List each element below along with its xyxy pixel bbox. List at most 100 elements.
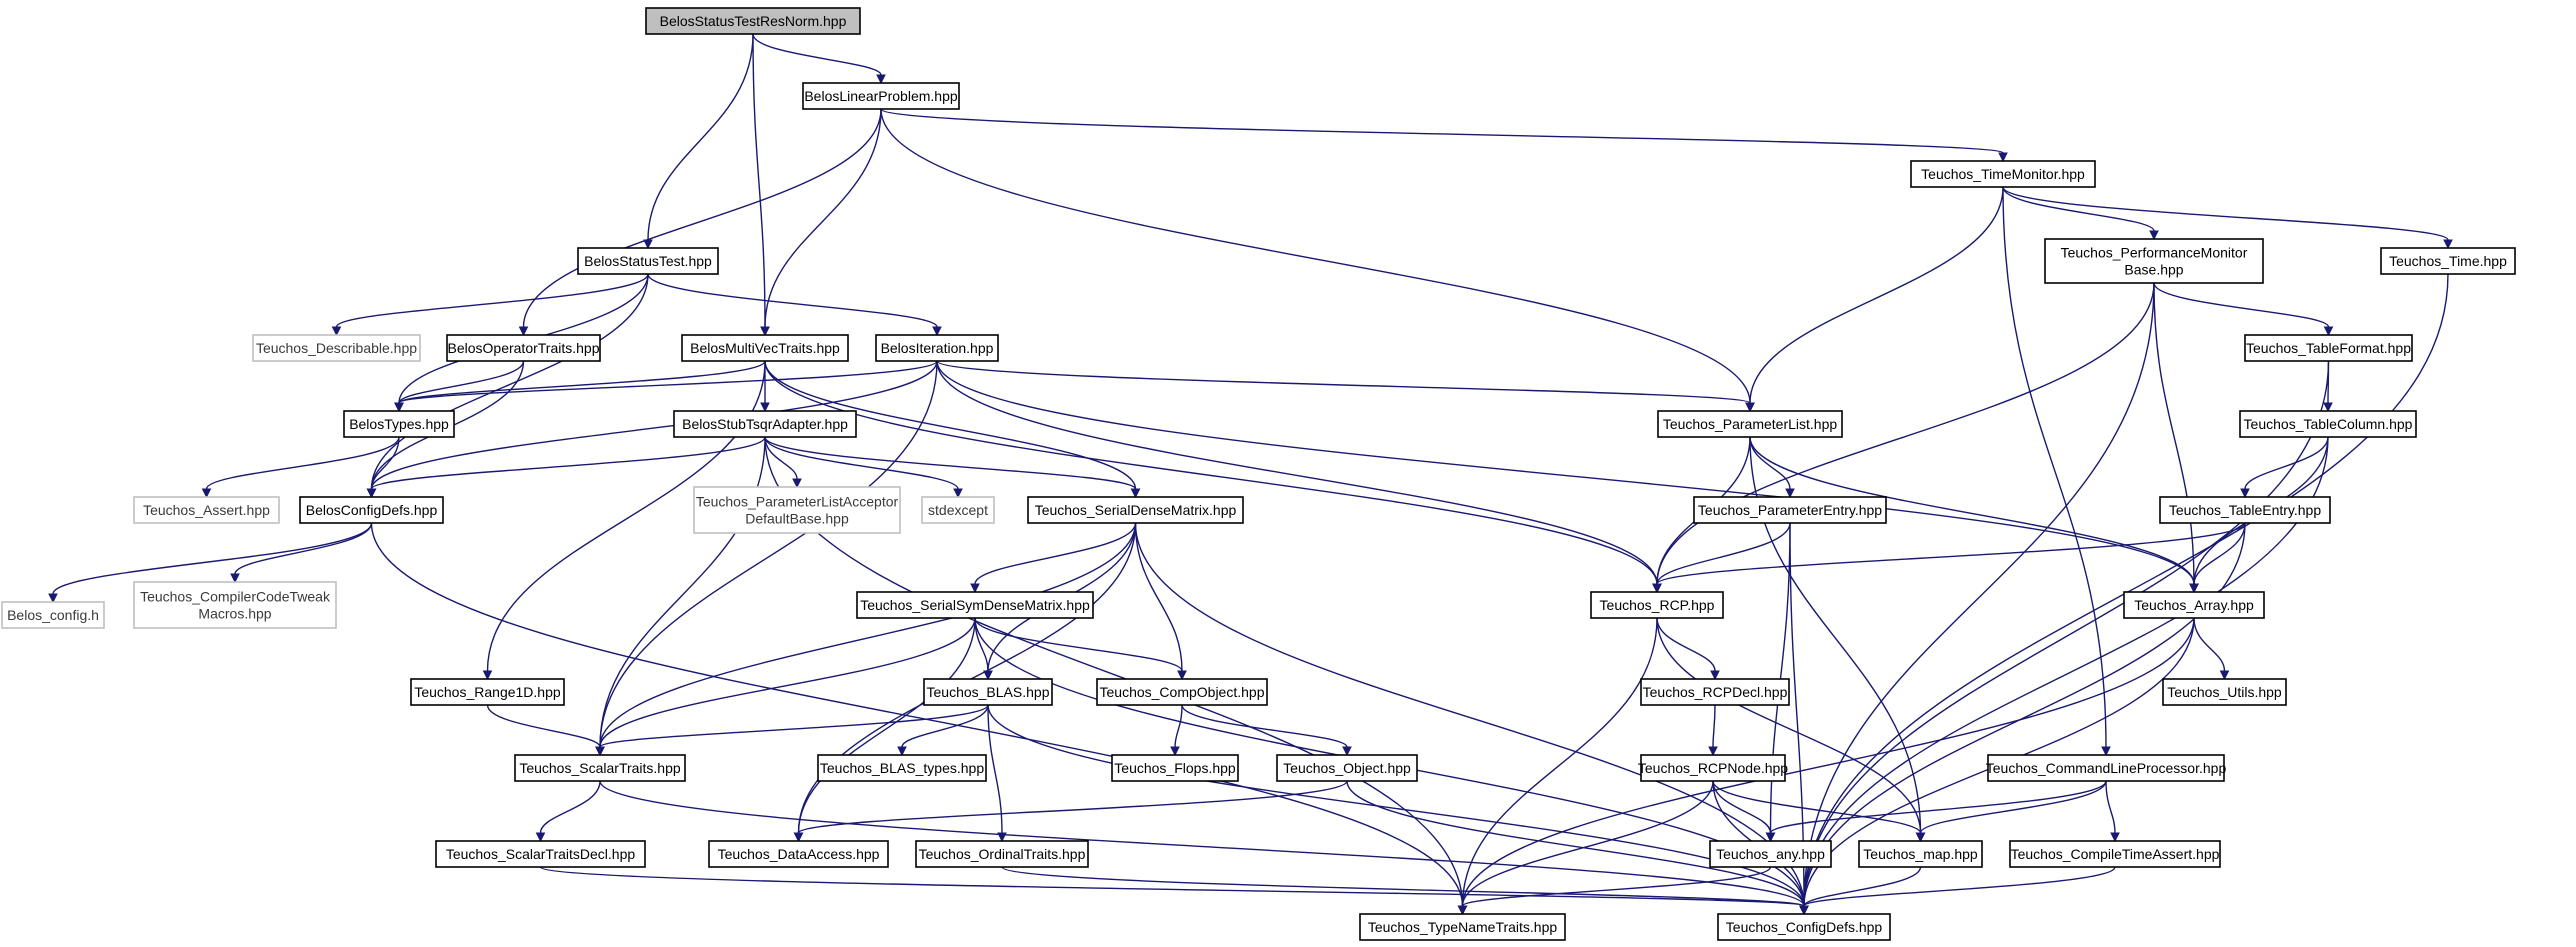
node-any[interactable]: Teuchos_any.hpp [1709,840,1832,868]
node-statustest[interactable]: BelosStatusTest.hpp [577,247,719,275]
edge-paramlist-to-paramentry [1749,436,1791,490]
edge-sdm-to-compobj [1134,522,1183,672]
node-configdefs[interactable]: BelosConfigDefs.hpp [299,496,444,524]
edge-rcp-to-map [1656,617,1922,834]
arrowhead-compobj-to-flops [1170,746,1180,757]
arrowhead-array-to-utils [2219,670,2230,681]
node-label-compilertweak: Teuchos_CompilerCodeTweak [140,589,331,605]
edge-perfmon-to-tableformat [2153,282,2330,328]
node-mvtraits[interactable]: BelosMultiVecTraits.hpp [681,334,849,362]
node-range1d[interactable]: Teuchos_Range1D.hpp [410,678,565,706]
edge-statustest-to-configdefs [370,273,649,490]
edge-ssdm-to-dataaccess [797,617,976,834]
node-tconfigdefs[interactable]: Teuchos_ConfigDefs.hpp [1717,913,1891,941]
edge-iteration-to-rcp [936,360,1658,585]
node-box-blastypes [817,754,987,782]
node-linprob[interactable]: BelosLinearProblem.hpp [802,82,960,110]
node-tableentry[interactable]: Teuchos_TableEntry.hpp [2159,496,2331,524]
edge-object-to-tconfigdefs [1346,780,1805,907]
node-box-optraits [446,334,601,362]
node-array[interactable]: Teuchos_Array.hpp [2123,591,2265,619]
node-dataaccess[interactable]: Teuchos_DataAccess.hpp [708,840,889,868]
node-rcpnode[interactable]: Teuchos_RCPNode.hpp [1638,754,1788,782]
node-box-assert [133,496,280,524]
node-paramlist[interactable]: Teuchos_ParameterList.hpp [1657,410,1843,438]
node-clp[interactable]: Teuchos_CommandLineProcessor.hpp [1986,754,2227,782]
node-box-statustest [577,247,719,275]
node-box-paramentry [1693,496,1887,524]
arrowhead-root-to-linprob [876,74,886,85]
edge-timemon-to-perfmon [2002,186,2155,232]
edge-root-to-mvtraits [752,33,766,328]
arrowhead-clp-to-cta [2110,832,2120,843]
edge-tsqr-to-sdm [764,436,1137,490]
node-flops[interactable]: Teuchos_Flops.hpp [1111,754,1239,782]
edge-iteration-to-configdefs [370,360,938,490]
node-scalartraits[interactable]: Teuchos_ScalarTraits.hpp [514,754,686,782]
node-blas[interactable]: Teuchos_BLAS.hpp [923,678,1053,706]
node-root[interactable]: BelosStatusTestResNorm.hpp [645,7,861,35]
node-compobj[interactable]: Teuchos_CompObject.hpp [1096,678,1268,706]
node-label-configdefs: BelosConfigDefs.hpp [306,502,438,518]
arrowhead-tableformat-to-tablecolumn [2323,402,2333,413]
edge-tableentry-to-rcp [1656,522,2246,585]
node-box-blas [923,678,1053,706]
node-tableformat[interactable]: Teuchos_TableFormat.hpp [2244,334,2413,362]
node-label-mvtraits: BelosMultiVecTraits.hpp [690,340,840,356]
arrowhead-tsqr-to-stdexcept [953,488,963,499]
node-utils[interactable]: Teuchos_Utils.hpp [2162,678,2287,706]
node-label-root: BelosStatusTestResNorm.hpp [660,13,847,29]
node-box-rcpnode [1640,754,1786,782]
node-box-typename [1359,913,1566,941]
node-optraits[interactable]: BelosOperatorTraits.hpp [446,334,601,362]
node-tsqr[interactable]: BelosStubTsqrAdapter.hpp [673,410,857,438]
arrowhead-statustest-to-iteration [932,326,942,337]
arrowhead-linprob-to-timemon [1998,152,2008,163]
node-label-rcpnode: Teuchos_RCPNode.hpp [1638,760,1788,776]
node-label-perfmon: Base.hpp [2124,262,2183,278]
edge-tableformat-to-tconfigdefs [1803,360,2330,907]
edge-timemon-to-paramlist [1749,186,2004,404]
arrowhead-blas-to-scalartraits [595,746,605,757]
edge-tsqr-to-configdefs [370,436,766,490]
node-label-ssdm: Teuchos_SerialSymDenseMatrix.hpp [860,597,1090,613]
edge-configdefs-to-belosconfig [52,522,373,595]
arrowhead-configdefs-to-compilertweak [230,573,240,584]
node-sdm[interactable]: Teuchos_SerialDenseMatrix.hpp [1027,496,1244,524]
node-rcpdecl[interactable]: Teuchos_RCPDecl.hpp [1640,678,1790,706]
edge-blas-to-blastypes [901,704,989,748]
node-timemon[interactable]: Teuchos_TimeMonitor.hpp [1910,160,2096,188]
edge-sdm-to-scalartraits [599,522,1137,748]
node-stdecl[interactable]: Teuchos_ScalarTraitsDecl.hpp [435,840,646,868]
node-box-rcp [1590,591,1724,619]
node-box-placcept [693,486,901,534]
node-paramentry[interactable]: Teuchos_ParameterEntry.hpp [1693,496,1887,524]
node-object[interactable]: Teuchos_Object.hpp [1276,754,1418,782]
node-ssdm[interactable]: Teuchos_SerialSymDenseMatrix.hpp [856,591,1094,619]
node-rcp[interactable]: Teuchos_RCP.hpp [1590,591,1724,619]
node-label-tsqr: BelosStubTsqrAdapter.hpp [682,416,848,432]
node-label-describable: Teuchos_Describable.hpp [256,340,417,356]
edge-rcpnode-to-typename [1461,780,1714,907]
node-box-compobj [1096,678,1268,706]
node-label-blas: Teuchos_BLAS.hpp [927,684,1050,700]
node-tablecolumn[interactable]: Teuchos_TableColumn.hpp [2239,410,2417,438]
edge-range1d-to-scalartraits [486,704,601,748]
node-ordinal[interactable]: Teuchos_OrdinalTraits.hpp [915,840,1089,868]
node-blastypes[interactable]: Teuchos_BLAS_types.hpp [817,754,987,782]
edge-iteration-to-scalartraits [599,360,938,748]
edge-compobj-to-object [1181,704,1348,748]
node-map[interactable]: Teuchos_map.hpp [1858,840,1983,868]
node-box-types [343,410,455,438]
node-cta[interactable]: Teuchos_CompileTimeAssert.hpp [2009,840,2221,868]
node-iteration[interactable]: BelosIteration.hpp [875,334,999,362]
node-types[interactable]: BelosTypes.hpp [343,410,455,438]
edge-blas-to-ordinal [987,704,1003,834]
edge-sdm-to-tconfigdefs [1134,522,1805,907]
node-box-tablecolumn [2239,410,2417,438]
node-time[interactable]: Teuchos_Time.hpp [2380,247,2516,275]
node-typename[interactable]: Teuchos_TypeNameTraits.hpp [1359,913,1566,941]
edge-tsqr-to-scalartraits [599,436,766,748]
